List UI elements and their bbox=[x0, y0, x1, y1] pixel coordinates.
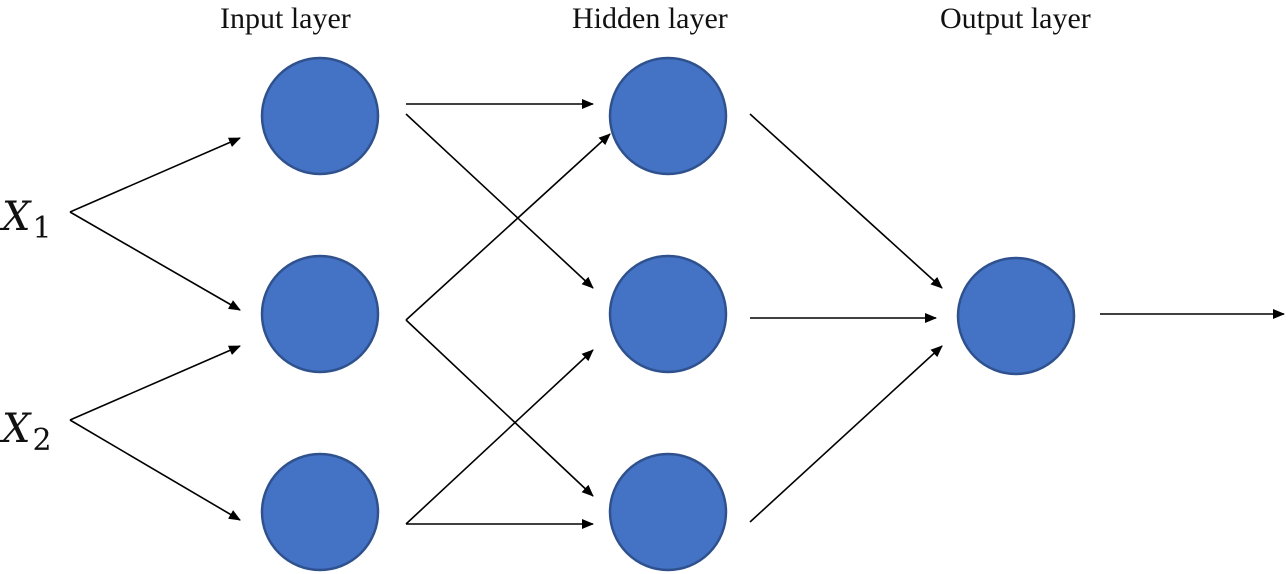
node-hidden-1 bbox=[608, 56, 728, 176]
edge-input-2-to-hidden-1 bbox=[405, 133, 611, 321]
edge-input-3-to-hidden-2 bbox=[405, 349, 594, 525]
node-input-2 bbox=[260, 254, 380, 374]
edge-x1-to-input-2 bbox=[69, 211, 241, 311]
nodes bbox=[260, 56, 1076, 572]
node-input-1 bbox=[260, 56, 380, 176]
layer-title-input: Input layer bbox=[220, 2, 351, 35]
node-input-3 bbox=[260, 452, 380, 572]
node-hidden-2 bbox=[608, 254, 728, 374]
input-label-x1: X1 bbox=[0, 194, 52, 246]
input-sub-x2: 2 bbox=[32, 423, 51, 458]
input-var-x1: X bbox=[0, 194, 32, 240]
edge-input-2-to-hidden-3 bbox=[405, 319, 594, 497]
layer-title-output: Output layer bbox=[940, 2, 1091, 35]
layer-title-hidden: Hidden layer bbox=[572, 2, 728, 35]
edge-hidden-1-to-output bbox=[749, 113, 943, 289]
input-sub-x1: 1 bbox=[32, 211, 51, 246]
edge-x2-to-input-2 bbox=[69, 345, 241, 421]
edge-input-1-to-hidden-2 bbox=[405, 113, 594, 289]
input-var-x2: X bbox=[0, 406, 32, 452]
input-label-x2: X2 bbox=[0, 406, 52, 458]
edge-hidden-3-to-output bbox=[749, 345, 943, 523]
node-hidden-3 bbox=[608, 452, 728, 572]
edges bbox=[69, 99, 1285, 529]
node-output-1 bbox=[956, 256, 1076, 376]
edge-x1-to-input-1 bbox=[69, 137, 241, 213]
edge-x2-to-input-3 bbox=[69, 419, 241, 521]
